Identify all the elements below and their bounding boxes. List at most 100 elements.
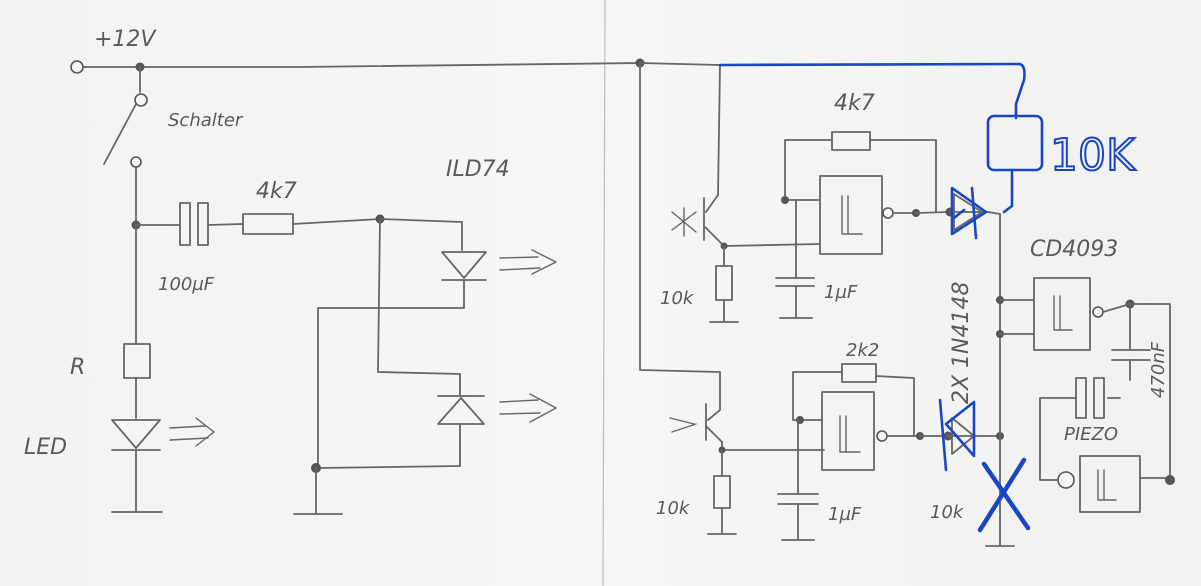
- schmitt-symbol-2: [839, 415, 861, 453]
- wire: [1129, 303, 1171, 479]
- phototransistor-2-emitter: [705, 425, 723, 443]
- resistor-10k-blue-label: 10K: [1050, 130, 1136, 181]
- labels: +12V Schalter ILD74 4k7 100µF R LED 4k7 …: [24, 27, 1169, 525]
- wire: [317, 423, 461, 469]
- supply-rail: [81, 62, 641, 68]
- resistor-10k-top: [715, 265, 733, 301]
- resistor-4k7-left-label: 4k7: [256, 179, 297, 204]
- opto-led-1: [441, 251, 487, 279]
- added-wire: [718, 62, 1026, 120]
- resistor-4k7-top-label: 4k7: [834, 91, 875, 116]
- wire: [999, 299, 1035, 335]
- resistor-10k-right-label: 10k: [930, 502, 965, 523]
- wire: [292, 218, 381, 225]
- switch-contact-top: [134, 93, 148, 107]
- switch-label: Schalter: [168, 110, 244, 131]
- diode-1-redrawn: [950, 186, 988, 236]
- ground: [707, 507, 737, 535]
- piezo-plate-right: [1093, 377, 1105, 419]
- wire: [987, 211, 1001, 517]
- cross-out-mark: [977, 457, 1031, 533]
- wire: [317, 279, 465, 469]
- wire: [915, 211, 951, 214]
- wire: [377, 218, 461, 397]
- wire: [723, 243, 821, 247]
- resistor-r: [123, 343, 151, 379]
- nand-gate-3-output: [1092, 306, 1104, 318]
- right-circuit: [635, 58, 1175, 547]
- resistor-4k7-top: [831, 131, 871, 151]
- led-light-arrows: [169, 417, 215, 447]
- supply-terminal: [70, 60, 84, 74]
- capacitor-1uf-top: [775, 277, 815, 287]
- piezo-plate-left: [1075, 377, 1087, 419]
- capacitor-100uf-plate-left: [179, 202, 191, 246]
- phototransistor-2-light: [669, 417, 697, 433]
- wire: [792, 371, 843, 421]
- resistor-10k-bottom: [713, 475, 731, 509]
- wire: [207, 223, 243, 226]
- phototransistor-1-light: [671, 207, 697, 237]
- left-circuit: [70, 60, 641, 515]
- resistor-10k-top-label: 10k: [660, 288, 695, 309]
- supply-label: +12V: [94, 27, 157, 52]
- piezo-label: PIEZO: [1064, 424, 1118, 445]
- nand-gate-1: [819, 175, 883, 255]
- diode-1-bar-redrawn: [970, 186, 978, 240]
- schmitt-symbol-4: [1097, 469, 1117, 501]
- resistor-4k7-left: [242, 213, 294, 235]
- paper-fold: [602, 0, 606, 586]
- nand-gate-1-output: [882, 207, 894, 219]
- schmitt-symbol-1: [841, 195, 863, 235]
- phototransistor-1-collector: [705, 64, 721, 213]
- led-triangle: [111, 419, 161, 449]
- wire: [869, 139, 937, 213]
- capacitor-470nf: [1111, 349, 1151, 361]
- blue-corrections: [718, 62, 1044, 533]
- phototransistor-1-emitter: [703, 225, 725, 247]
- wire: [721, 441, 825, 451]
- ground: [985, 515, 1015, 547]
- capacitor-100uf-label: 100µF: [158, 274, 215, 295]
- ic-label: CD4093: [1030, 237, 1118, 262]
- supply-rail-right: [639, 62, 721, 66]
- nand-gate-4: [1079, 455, 1141, 513]
- diode-1-mark: [952, 208, 966, 220]
- resistor-r-label: R: [70, 355, 85, 380]
- wire: [784, 139, 833, 201]
- junction: [781, 196, 789, 204]
- wire: [1102, 303, 1131, 313]
- capacitor-470nf-label: 470nF: [1148, 341, 1169, 398]
- wire: [1039, 397, 1059, 481]
- wire: [639, 62, 721, 421]
- junction: [1165, 475, 1175, 485]
- wire: [875, 375, 915, 437]
- nand-gate-4-output: [1057, 471, 1075, 489]
- capacitor-100uf-plate-right: [197, 202, 209, 246]
- wire: [379, 218, 463, 251]
- added-resistor-10k: [986, 114, 1044, 172]
- diode-1: [953, 193, 983, 231]
- led-label: LED: [24, 435, 67, 460]
- optocoupler-label: ILD74: [446, 157, 510, 182]
- nand-gate-3: [1033, 277, 1091, 351]
- opto-led-2-arrows: [499, 393, 557, 423]
- added-wire: [1002, 168, 1014, 214]
- schmitt-symbol-3: [1053, 295, 1073, 331]
- ground: [709, 299, 739, 323]
- opto-led-1-arrows: [499, 249, 557, 275]
- switch-contact-bottom: [130, 156, 142, 168]
- resistor-2k2: [841, 363, 877, 383]
- ground: [779, 285, 813, 319]
- opto-led-2: [437, 395, 485, 425]
- diode-2-redrawn: [944, 400, 976, 458]
- nand-gate-2-output: [876, 430, 888, 442]
- diodes-label: 2X 1N4148: [949, 281, 974, 404]
- capacitor-1uf-top-label: 1µF: [824, 282, 858, 303]
- capacitor-1uf-bottom-label: 1µF: [828, 504, 862, 525]
- switch-lever: [103, 103, 137, 165]
- nand-gate-2: [821, 391, 875, 471]
- capacitor-1uf-bottom: [777, 493, 819, 505]
